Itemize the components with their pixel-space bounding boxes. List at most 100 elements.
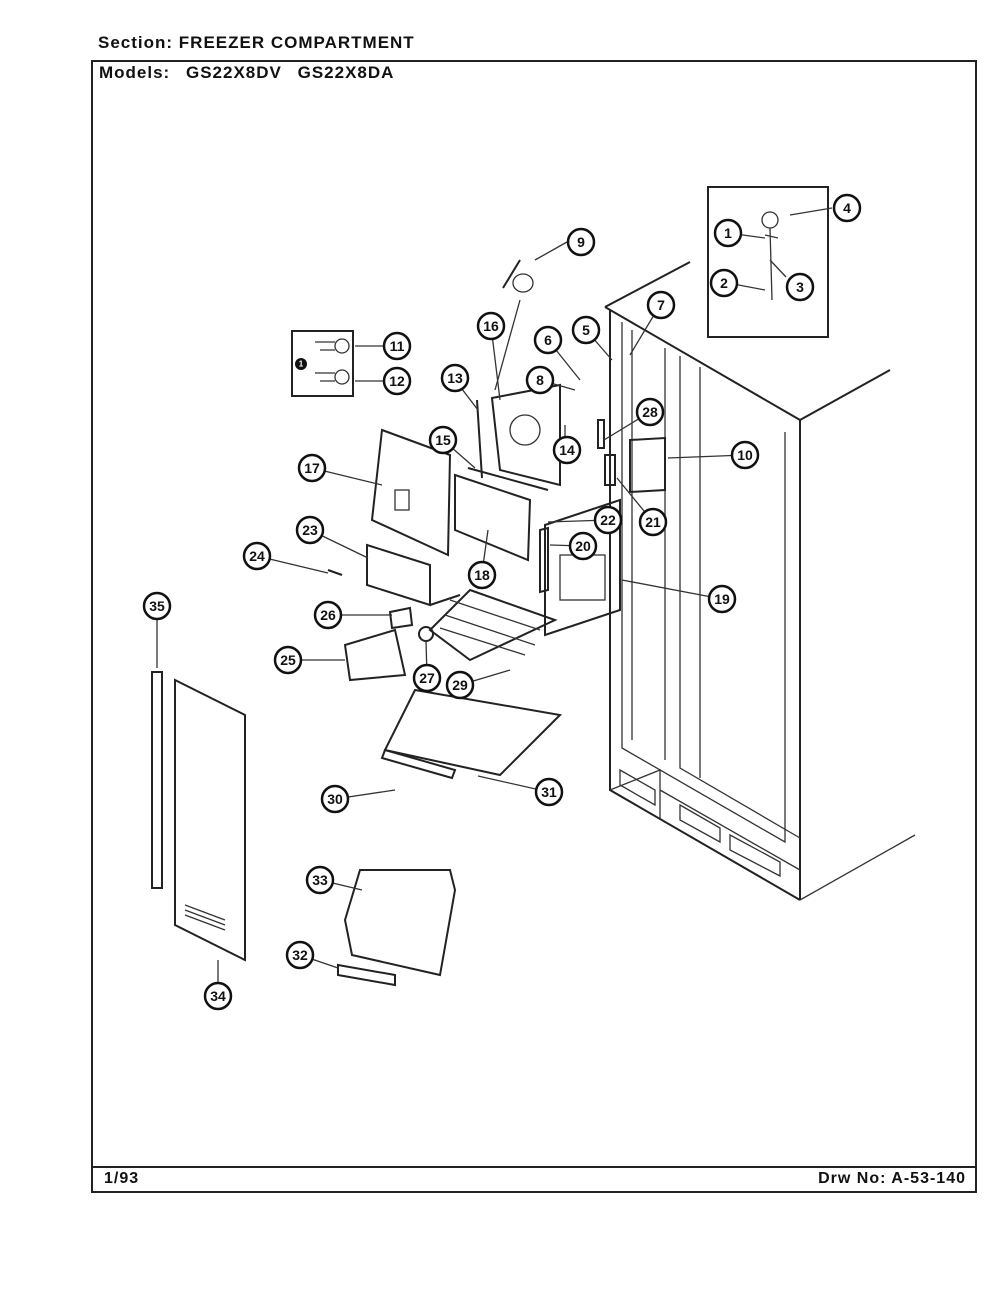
screw	[327, 569, 343, 576]
callout-2: 2	[709, 268, 739, 298]
callout-35: 35	[142, 591, 172, 621]
callout-6: 6	[533, 325, 563, 355]
callout-19: 19	[707, 584, 737, 614]
callout-32: 32	[285, 940, 315, 970]
fitting	[388, 606, 414, 630]
svg-text:8: 8	[536, 372, 544, 388]
svg-text:33: 33	[312, 872, 328, 888]
svg-text:30: 30	[327, 791, 343, 807]
callout-14: 14	[552, 435, 582, 465]
svg-text:24: 24	[249, 548, 265, 564]
panel-vent	[394, 489, 410, 511]
svg-text:35: 35	[149, 598, 165, 614]
side-rail	[539, 526, 549, 594]
freezer-cabinet	[604, 261, 916, 901]
callout-31: 31	[534, 777, 564, 807]
callout-11: 11	[382, 331, 412, 361]
footer-drawing-number: Drw No: A-53-140	[818, 1170, 966, 1188]
icemaker-detail-box	[707, 186, 829, 338]
drain-strip	[467, 467, 549, 491]
cup-part	[629, 436, 666, 494]
svg-text:32: 32	[292, 947, 308, 963]
svg-text:21: 21	[645, 514, 661, 530]
callout-24: 24	[242, 541, 272, 571]
callout-28: 28	[635, 397, 665, 427]
svg-text:29: 29	[452, 677, 468, 693]
svg-text:3: 3	[796, 279, 804, 295]
callout-30: 30	[320, 784, 350, 814]
glass-shelf	[383, 688, 563, 777]
callout-23: 23	[295, 515, 325, 545]
svg-text:25: 25	[280, 652, 296, 668]
callout-18: 18	[467, 560, 497, 590]
models-line: Models: GS22X8DV GS22X8DA	[99, 63, 394, 83]
svg-text:20: 20	[575, 538, 591, 554]
callout-22: 22	[593, 505, 623, 535]
callout-7: 7	[646, 290, 676, 320]
callout-10: 10	[730, 440, 760, 470]
svg-text:34: 34	[210, 988, 226, 1004]
kit-marker-text: 1	[299, 360, 304, 369]
wire-shelf	[428, 588, 558, 662]
air-duct-panel	[370, 428, 452, 557]
kit-marker-dot	[295, 358, 307, 370]
svg-text:26: 26	[320, 607, 336, 623]
callout-1: 1	[713, 218, 743, 248]
callout-17: 17	[297, 453, 327, 483]
air-duct	[454, 473, 532, 562]
callout-29: 29	[445, 670, 475, 700]
callout-26: 26	[313, 600, 343, 630]
section-label: Section:	[98, 33, 174, 52]
callout-3: 3	[785, 272, 815, 302]
callout-15: 15	[428, 425, 458, 455]
plate-lip	[429, 594, 461, 606]
svg-text:31: 31	[541, 784, 557, 800]
callout-34: 34	[203, 981, 233, 1011]
section-line: Section: FREEZER COMPARTMENT	[98, 33, 415, 53]
door-strip	[151, 671, 163, 889]
svg-text:22: 22	[600, 512, 616, 528]
svg-text:6: 6	[544, 332, 552, 348]
mounting-plate	[366, 543, 431, 607]
svg-text:5: 5	[582, 322, 590, 338]
cylinder-part	[604, 454, 616, 486]
model-gs22x8da: GS22X8DA	[297, 63, 395, 82]
svg-text:16: 16	[483, 318, 499, 334]
models-label: Models:	[99, 63, 171, 82]
svg-text:10: 10	[737, 447, 753, 463]
callout-27: 27	[412, 663, 442, 693]
model-gs22x8dv: GS22X8DV	[185, 63, 282, 82]
callout-8: 8	[525, 365, 555, 395]
svg-text:11: 11	[390, 338, 405, 354]
drawing-frame	[91, 60, 977, 1193]
footer-rule	[93, 1166, 975, 1168]
svg-text:28: 28	[642, 404, 658, 420]
svg-text:1: 1	[724, 225, 732, 241]
shelf-trim	[380, 748, 457, 780]
door-vent	[184, 904, 226, 931]
callout-33: 33	[305, 865, 335, 895]
svg-text:27: 27	[419, 670, 435, 686]
liner-opening	[559, 554, 606, 601]
callout-9: 9	[566, 227, 596, 257]
callout-4: 4	[832, 193, 862, 223]
knob	[418, 626, 434, 642]
drawing-label: Drw No:	[818, 1170, 887, 1187]
drawing-number: A-53-140	[891, 1170, 966, 1187]
svg-text:19: 19	[714, 591, 730, 607]
shelf-wires	[439, 599, 541, 656]
svg-text:4: 4	[843, 200, 851, 216]
callout-21: 21	[638, 507, 668, 537]
svg-text:15: 15	[435, 432, 451, 448]
callout-5: 5	[571, 315, 601, 345]
svg-text:17: 17	[304, 460, 320, 476]
callout-12: 12	[382, 366, 412, 396]
footer-date: 1/93	[104, 1170, 140, 1187]
callout-25: 25	[273, 645, 303, 675]
callout-20: 20	[568, 531, 598, 561]
ice-bin	[343, 869, 457, 977]
svg-text:12: 12	[389, 373, 405, 389]
svg-text:13: 13	[447, 370, 463, 386]
svg-text:7: 7	[657, 297, 665, 313]
